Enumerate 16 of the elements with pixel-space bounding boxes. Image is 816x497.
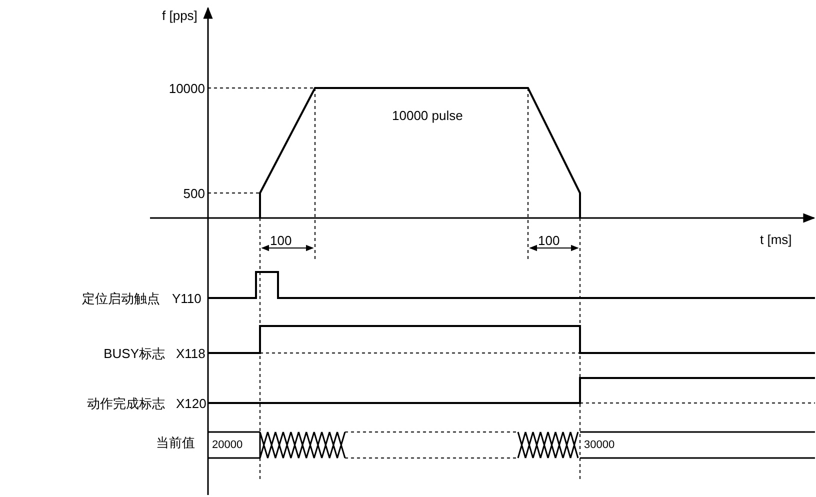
signal-address: X120 xyxy=(176,396,206,411)
signal-name: BUSY标志 xyxy=(104,346,165,361)
signal-address: X118 xyxy=(176,346,206,361)
tick-label: 10000 xyxy=(168,81,205,96)
signal-name: 动作完成标志 xyxy=(87,396,165,411)
signal-address: Y110 xyxy=(172,291,202,306)
annotation-text: 10000 pulse xyxy=(392,108,463,123)
value-label: 20000 xyxy=(212,438,243,453)
dimension-label: 100 xyxy=(270,233,292,248)
signal-name: 定位启动触点 xyxy=(82,291,160,306)
dimension-label: 100 xyxy=(538,233,560,248)
signal-name: 当前值 xyxy=(156,435,195,450)
tick-label: 500 xyxy=(183,186,205,201)
value-label: 30000 xyxy=(584,438,615,453)
axis-label: f [pps] xyxy=(162,8,198,23)
axis-label: t [ms] xyxy=(760,232,792,247)
